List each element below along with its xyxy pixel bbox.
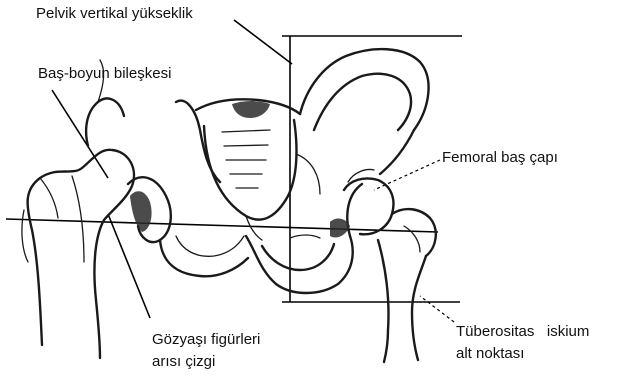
inter-teardrop-line (6, 219, 438, 232)
label-tuberosity-line-1: Tüberositas iskium (456, 322, 589, 341)
leader-femoral-head (374, 160, 440, 190)
left-ilium (128, 101, 248, 277)
leader-head-neck (52, 90, 108, 178)
label-teardrop-line-2: arısı çizgi (152, 352, 215, 371)
leader-pelvic-height (234, 20, 292, 64)
label-pelvic-height: Pelvik vertikal yükseklik (36, 4, 193, 23)
sacrum (196, 99, 300, 240)
label-femoral-head-diameter: Femoral baş çapı (442, 148, 558, 167)
label-head-neck-junction: Baş-boyun bileşkesi (38, 64, 171, 83)
pubic-region (246, 235, 353, 293)
label-tuberosity-line-2: alt noktası (456, 344, 524, 363)
right-femur (330, 170, 436, 363)
leader-tuberosity (420, 296, 454, 322)
left-femur (22, 60, 134, 358)
label-teardrop-line-1: Gözyaşı figürleri (152, 330, 260, 349)
